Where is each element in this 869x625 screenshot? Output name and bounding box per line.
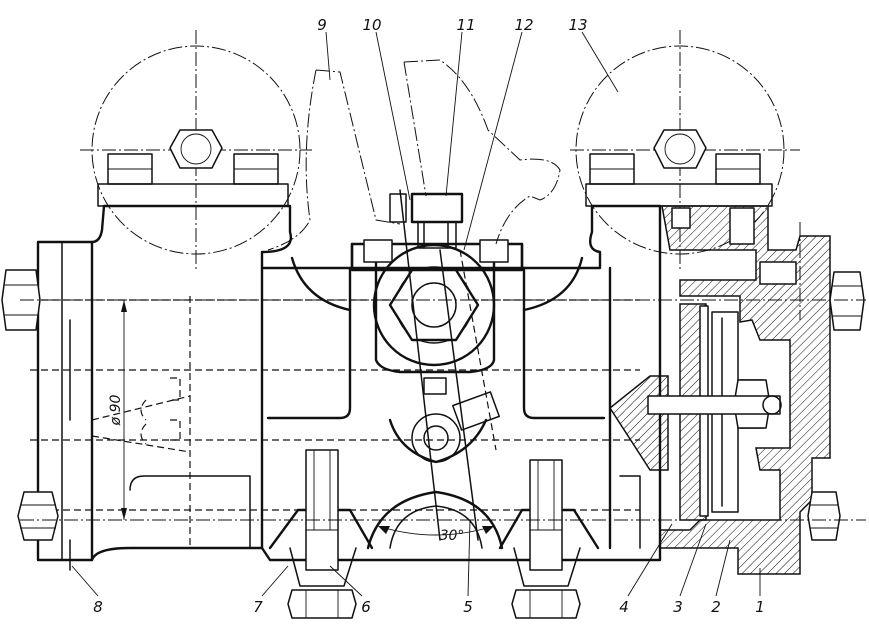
callout-12: 12 <box>514 16 533 34</box>
callout-labels: 9 10 11 12 13 8 7 6 5 4 3 2 1 <box>93 16 765 616</box>
left-roller-hub-bolts <box>97 129 289 207</box>
diameter-dimension-text: ø 90 <box>108 394 124 426</box>
lever-outline <box>267 59 561 251</box>
callout-2: 2 <box>711 598 721 616</box>
callout-10: 10 <box>362 16 381 34</box>
angle-dimension-text: 30° <box>440 528 465 544</box>
right-section-hatched <box>20 205 866 575</box>
right-roller-hub-bolts <box>585 129 773 207</box>
callout-3: 3 <box>673 598 683 616</box>
housing-body <box>36 204 662 562</box>
callout-1: 1 <box>755 598 765 616</box>
dimension-angle: 30° <box>377 525 495 544</box>
callout-9: 9 <box>317 16 327 34</box>
dimension-diameter: ø 90 <box>108 300 127 520</box>
callout-13: 13 <box>568 16 587 34</box>
callout-7: 7 <box>253 598 263 616</box>
callout-6: 6 <box>361 598 371 616</box>
callout-5: 5 <box>463 598 473 616</box>
leader-lines <box>71 31 761 597</box>
callout-4: 4 <box>619 598 629 616</box>
center-pivot <box>363 189 509 541</box>
bottom-bolts <box>287 449 581 619</box>
callout-8: 8 <box>93 598 103 616</box>
callout-11: 11 <box>456 16 475 34</box>
left-end-bolts <box>1 269 71 571</box>
